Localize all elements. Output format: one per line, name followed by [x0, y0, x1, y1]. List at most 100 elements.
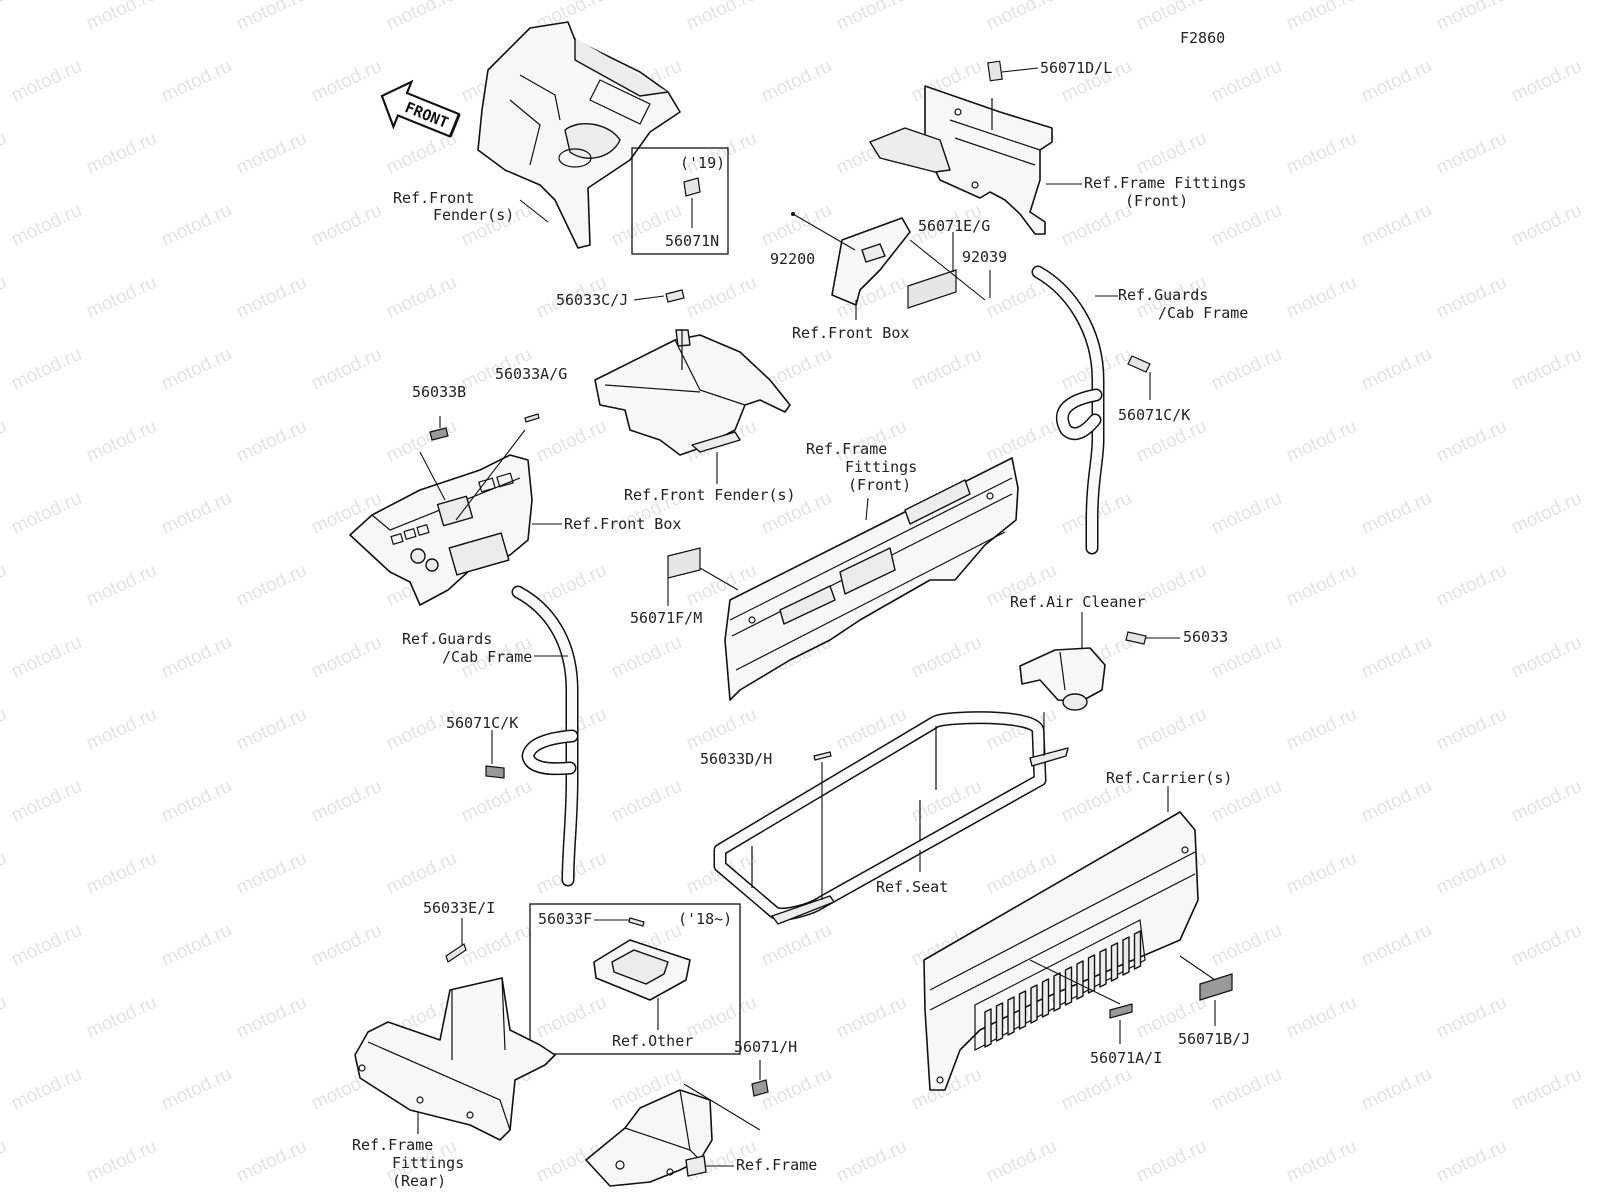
air-cleaner-part	[1019, 631, 1147, 711]
watermark-text: motod.ru	[158, 488, 235, 539]
label-ref-guards-l2: /Cab Frame	[442, 648, 532, 666]
watermark-text: motod.ru	[1508, 200, 1585, 251]
carrier-part	[923, 811, 1233, 1091]
decal-56071FM	[667, 547, 701, 579]
label-56033CJ: 56033C/J	[556, 291, 628, 309]
label-ref-frame: Ref.Frame	[736, 1156, 817, 1174]
watermark-text: motod.ru	[1283, 0, 1360, 35]
label-ref-frame-fittings-rear-2: Fittings	[392, 1154, 464, 1172]
watermark-text: motod.ru	[1433, 416, 1510, 467]
decal-56033F	[628, 917, 645, 927]
label-ref-front-fender-b: Ref.Front Fender(s)	[624, 486, 796, 504]
watermark-text: motod.ru	[1508, 1064, 1585, 1115]
label-ref-carriers: Ref.Carrier(s)	[1106, 769, 1232, 787]
watermark-text: motod.ru	[0, 272, 10, 323]
watermark-text: motod.ru	[233, 704, 310, 755]
watermark-text: motod.ru	[0, 416, 10, 467]
watermark-text: motod.ru	[1358, 488, 1435, 539]
decal-56071CK-left	[485, 765, 505, 779]
carrier-slat	[1099, 948, 1107, 988]
watermark-text: motod.ru	[158, 632, 235, 683]
watermark-text: motod.ru	[1058, 200, 1135, 251]
watermark-text: motod.ru	[1208, 200, 1285, 251]
label-92039: 92039	[962, 248, 1007, 266]
watermark-text: motod.ru	[983, 0, 1060, 35]
label-ref-frame-fittings-front-a1: Ref.Frame Fittings	[1084, 174, 1247, 192]
watermark-text: motod.ru	[1358, 344, 1435, 395]
carrier-slat	[1053, 972, 1061, 1012]
watermark-text: motod.ru	[308, 632, 385, 683]
watermark-text: motod.ru	[1283, 992, 1360, 1043]
variant-box-19	[631, 147, 729, 255]
watermark-text: motod.ru	[608, 776, 685, 827]
watermark-text: motod.ru	[233, 128, 310, 179]
decal-56033EI	[445, 943, 467, 963]
variant-18-label: ('18~)	[678, 910, 732, 928]
watermark-text: motod.ru	[1433, 992, 1510, 1043]
label-ref-other: Ref.Other	[612, 1032, 693, 1050]
watermark-text: motod.ru	[833, 992, 910, 1043]
watermark-text: motod.ru	[1283, 416, 1360, 467]
watermark-text: motod.ru	[0, 560, 10, 611]
watermark-text: motod.ru	[1433, 272, 1510, 323]
watermark-text: motod.ru	[1508, 488, 1585, 539]
watermark-text: motod.ru	[1358, 776, 1435, 827]
watermark-text: motod.ru	[308, 344, 385, 395]
watermark-text: motod.ru	[233, 1136, 310, 1187]
front-box-handle-part	[831, 217, 957, 309]
seat-frame-part	[713, 711, 1069, 925]
label-ref-front-fender-1: Ref.Front	[393, 189, 474, 207]
label-ref-frame-fittings-rear-3: (Rear)	[392, 1172, 446, 1190]
decal-56071AI	[1109, 1003, 1133, 1019]
decal-56071EG	[907, 269, 957, 309]
decal-56071H	[751, 1079, 769, 1097]
watermark-text: motod.ru	[8, 488, 85, 539]
watermark-text: motod.ru	[308, 56, 385, 107]
watermark-text: motod.ru	[908, 344, 985, 395]
label-56071CK-right: 56071C/K	[1118, 406, 1190, 424]
carrier-slat	[1041, 978, 1050, 1018]
watermark-text: motod.ru	[1433, 848, 1510, 899]
watermark-text: motod.ru	[158, 1064, 235, 1115]
watermark-text: motod.ru	[1208, 488, 1285, 539]
watermark-text: motod.ru	[8, 1064, 85, 1115]
watermark-text: motod.ru	[1283, 272, 1360, 323]
watermark-text: motod.ru	[983, 416, 1060, 467]
label-56071H: 56071/H	[734, 1038, 797, 1056]
watermark-text: motod.ru	[1358, 1064, 1435, 1115]
watermark-text: motod.ru	[683, 992, 760, 1043]
watermark-text: motod.ru	[83, 848, 160, 899]
watermark-text: motod.ru	[383, 272, 460, 323]
carrier-slat	[1064, 966, 1073, 1006]
label-ref-frame-fittings-front-b3: (Front)	[848, 476, 911, 494]
watermark-text: motod.ru	[1133, 128, 1210, 179]
watermark-text: motod.ru	[1358, 56, 1435, 107]
watermark-text: motod.ru	[158, 776, 235, 827]
watermark-text: motod.ru	[8, 920, 85, 971]
watermark-text: motod.ru	[0, 0, 10, 35]
frame-fittings-front-center-part	[667, 457, 1019, 701]
watermark-text: motod.ru	[233, 272, 310, 323]
watermark-text: motod.ru	[83, 560, 160, 611]
carrier-slat	[1030, 984, 1038, 1024]
watermark-text: motod.ru	[383, 416, 460, 467]
decal-56033DH	[813, 751, 832, 761]
watermark-text: motod.ru	[983, 704, 1060, 755]
frame-fittings-rear-part	[354, 943, 556, 1141]
diagram-code: F2860	[1180, 29, 1225, 47]
watermark-text: motod.ru	[1208, 344, 1285, 395]
watermark-text: motod.ru	[383, 0, 460, 35]
watermark-text: motod.ru	[533, 416, 610, 467]
watermark-text: motod.ru	[308, 920, 385, 971]
watermark-text: motod.ru	[233, 416, 310, 467]
watermark-text: motod.ru	[0, 704, 10, 755]
label-56071FM: 56071F/M	[630, 609, 702, 627]
watermark-text: motod.ru	[0, 128, 10, 179]
watermark-text: motod.ru	[8, 200, 85, 251]
watermark-text: motod.ru	[1283, 128, 1360, 179]
watermark-text: motod.ru	[758, 920, 835, 971]
label-ref-frame-fittings-front-b2: Fittings	[845, 458, 917, 476]
label-92200: 92200	[770, 250, 815, 268]
watermark-text: motod.ru	[1508, 776, 1585, 827]
guards-cab-frame-right-part	[1031, 265, 1151, 555]
